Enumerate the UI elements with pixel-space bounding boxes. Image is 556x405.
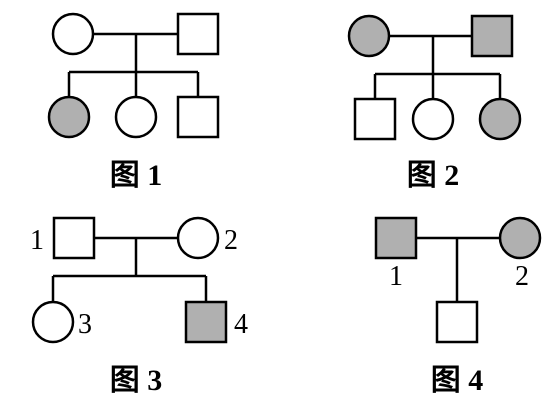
pedigree-1-caption: 图 1 [110, 159, 163, 192]
pedigree-3-label-2: 2 [224, 225, 238, 256]
pedigree-2-father-male [470, 14, 514, 58]
pedigree-3-child-4-male [184, 300, 228, 344]
pedigree-4-label-1: 1 [389, 261, 403, 292]
pedigree-2 [373, 34, 502, 99]
pedigree-3-child-3-female [31, 300, 75, 344]
pedigree-3-father-male [52, 216, 96, 260]
pedigree-3-label-4: 4 [234, 309, 248, 340]
pedigree-2-child-3-female [478, 97, 522, 141]
pedigree-4-caption: 图 4 [431, 364, 484, 397]
pedigree-4 [416, 236, 500, 302]
pedigree-3-label-1: 1 [30, 225, 44, 256]
pedigree-4-label-2: 2 [515, 261, 529, 292]
pedigree-2-child-2-female [411, 97, 455, 141]
pedigree-3-label-3: 3 [78, 309, 92, 340]
pedigree-3-caption: 图 3 [110, 364, 163, 397]
pedigree-2-caption: 图 2 [407, 159, 460, 192]
pedigree-1 [67, 32, 200, 97]
pedigree-1-child-2-female [114, 95, 158, 139]
pedigree-1-child-1-female [47, 95, 91, 139]
pedigree-1-father-male [176, 12, 220, 56]
pedigree-4-child-male [435, 300, 479, 344]
pedigree-3-mother-female [176, 216, 220, 260]
pedigree-2-mother-female [347, 14, 391, 58]
pedigree-2-child-1-male [353, 97, 397, 141]
pedigree-1-mother-female [51, 12, 95, 56]
pedigree-4-mother-female [498, 216, 542, 260]
pedigree-1-child-3-male [176, 95, 220, 139]
pedigree-4-father-male [374, 216, 418, 260]
pedigree-3 [51, 236, 208, 302]
